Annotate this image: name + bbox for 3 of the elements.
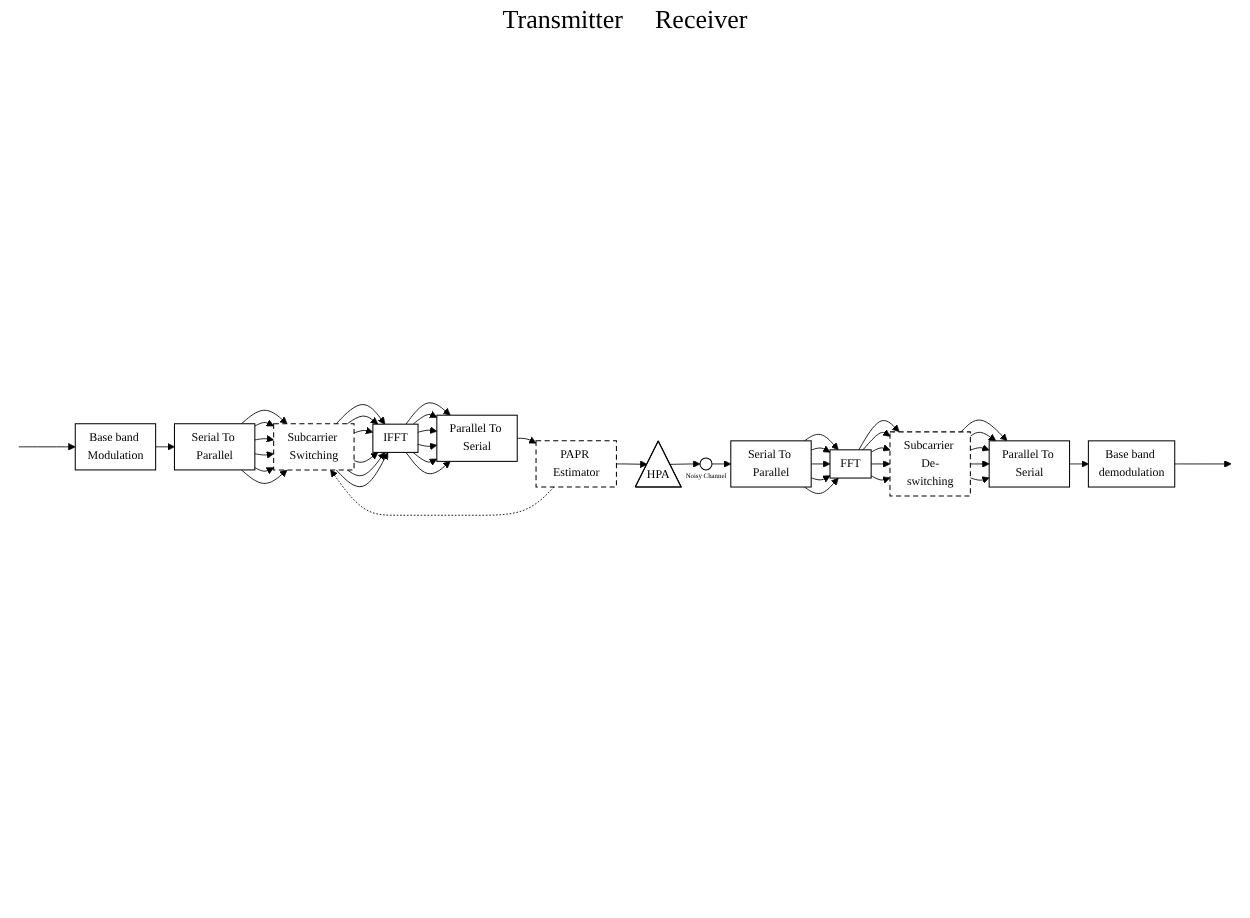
section-label: Receiver [655,4,748,36]
section-label: Transmitter [502,4,623,36]
node-circle [699,458,713,472]
